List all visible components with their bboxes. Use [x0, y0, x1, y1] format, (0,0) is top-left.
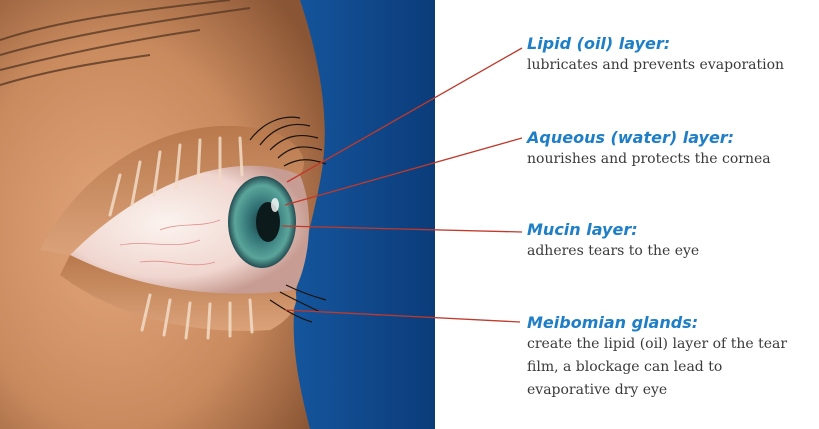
callout-aqueous-layer: Aqueous (water) layer: nourishes and pro…	[527, 128, 771, 171]
meibomian-glands-description-line: evaporative dry eye	[527, 379, 787, 402]
mucin-layer-description: adheres tears to the eye	[527, 240, 699, 263]
callout-mucin-layer: Mucin layer: adheres tears to the eye	[527, 220, 699, 263]
callout-meibomian-glands: Meibomian glands: create the lipid (oil)…	[527, 313, 787, 402]
lipid-layer-title: Lipid (oil) layer:	[527, 34, 784, 54]
mucin-layer-title: Mucin layer:	[527, 220, 699, 240]
aqueous-layer-title: Aqueous (water) layer:	[527, 128, 771, 148]
cornea-highlight	[271, 198, 279, 212]
callout-lipid-layer: Lipid (oil) layer: lubricates and preven…	[527, 34, 784, 77]
meibomian-glands-description-line: film, a blockage can lead to	[527, 356, 787, 379]
lipid-layer-description: lubricates and prevents evaporation	[527, 54, 784, 77]
aqueous-layer-description: nourishes and protects the cornea	[527, 148, 771, 171]
meibomian-glands-description-line: create the lipid (oil) layer of the tear	[527, 333, 787, 356]
meibomian-glands-title: Meibomian glands:	[527, 313, 787, 333]
